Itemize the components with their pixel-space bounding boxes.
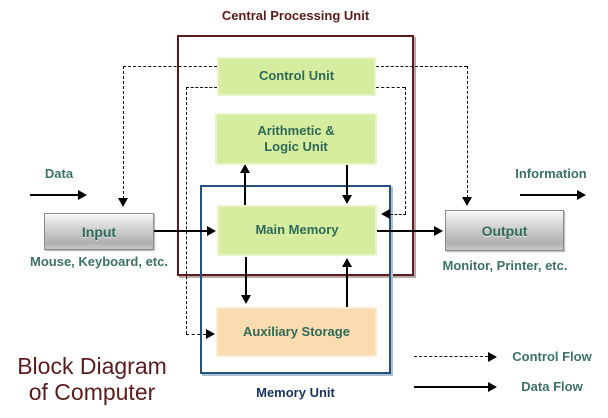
- control-flow-cu-to-output-arrowhead: [462, 197, 472, 206]
- auxiliary-storage-block: Auxiliary Storage: [216, 307, 377, 357]
- legend-control-flow-label: Control Flow: [512, 349, 592, 364]
- information-out-arrow-line: [520, 194, 578, 196]
- arrow-mm-to-alu-head: [240, 164, 250, 173]
- arrow-mm-to-aux-head: [241, 295, 251, 304]
- diagram-title-line2: of Computer: [28, 378, 156, 405]
- control-flow-cu-to-mm-hseg1: [376, 87, 405, 88]
- diagram-title-line1: Block Diagram: [17, 353, 167, 379]
- control-flow-cu-to-aux-arrowhead: [206, 329, 215, 339]
- control-flow-cu-to-input-hseg: [123, 66, 217, 67]
- input-device-box: Input: [44, 213, 154, 250]
- data-in-arrow-line: [30, 194, 79, 196]
- arrow-alu-to-mm-line: [346, 165, 348, 197]
- output-caption: Monitor, Printer, etc.: [442, 258, 568, 273]
- output-device-box: Output: [445, 210, 564, 251]
- data-in-arrowhead: [78, 190, 87, 200]
- control-flow-cu-to-aux-hseg2: [186, 334, 206, 335]
- arrow-alu-to-mm-head: [342, 195, 352, 204]
- memory-unit-container-box: [200, 185, 391, 374]
- control-flow-cu-to-mm-vseg: [405, 87, 406, 214]
- alu-block: Arithmetic & Logic Unit: [215, 113, 377, 165]
- diagram-title: Block Diagram of Computer: [8, 353, 176, 405]
- legend-control-flow-line: [414, 356, 488, 357]
- legend-data-flow-label: Data Flow: [521, 379, 583, 394]
- information-out-arrowhead: [577, 190, 586, 200]
- legend-data-flow-line: [414, 386, 488, 388]
- control-flow-cu-to-input-arrowhead: [118, 198, 128, 207]
- arrow-mm-to-output-head: [434, 226, 443, 236]
- main-memory-block: Main Memory: [217, 205, 377, 256]
- control-flow-cu-to-output-vseg: [467, 66, 468, 198]
- memory-unit-title: Memory Unit: [256, 385, 335, 400]
- arrow-mm-to-aux-line: [245, 257, 247, 297]
- legend-control-flow-arrowhead: [488, 352, 497, 362]
- control-flow-cu-to-input-vseg: [123, 66, 124, 199]
- arrow-input-to-mm-line: [154, 230, 208, 232]
- control-flow-cu-to-mm-arrowhead: [381, 209, 390, 219]
- control-flow-cu-to-mm-hseg2: [390, 214, 406, 215]
- control-unit-block: Control Unit: [217, 57, 376, 96]
- data-flow-in-label: Data: [44, 166, 74, 181]
- information-flow-out-label: Information: [515, 166, 587, 181]
- control-flow-cu-to-output-hseg: [376, 66, 467, 67]
- legend-data-flow-arrowhead: [488, 382, 497, 392]
- arrow-input-to-mm-head: [207, 226, 216, 236]
- cpu-container-box: [177, 35, 414, 276]
- control-flow-cu-to-aux-hseg1: [186, 87, 217, 88]
- arrow-mm-to-alu-line: [244, 171, 246, 205]
- input-caption: Mouse, Keyboard, etc.: [30, 254, 168, 269]
- arrow-mm-to-output-line: [377, 230, 435, 232]
- arrow-aux-to-mm-head: [342, 258, 352, 267]
- arrow-aux-to-mm-line: [346, 265, 348, 307]
- cpu-title: Central Processing Unit: [221, 8, 370, 23]
- control-flow-cu-to-aux-vseg: [186, 87, 187, 334]
